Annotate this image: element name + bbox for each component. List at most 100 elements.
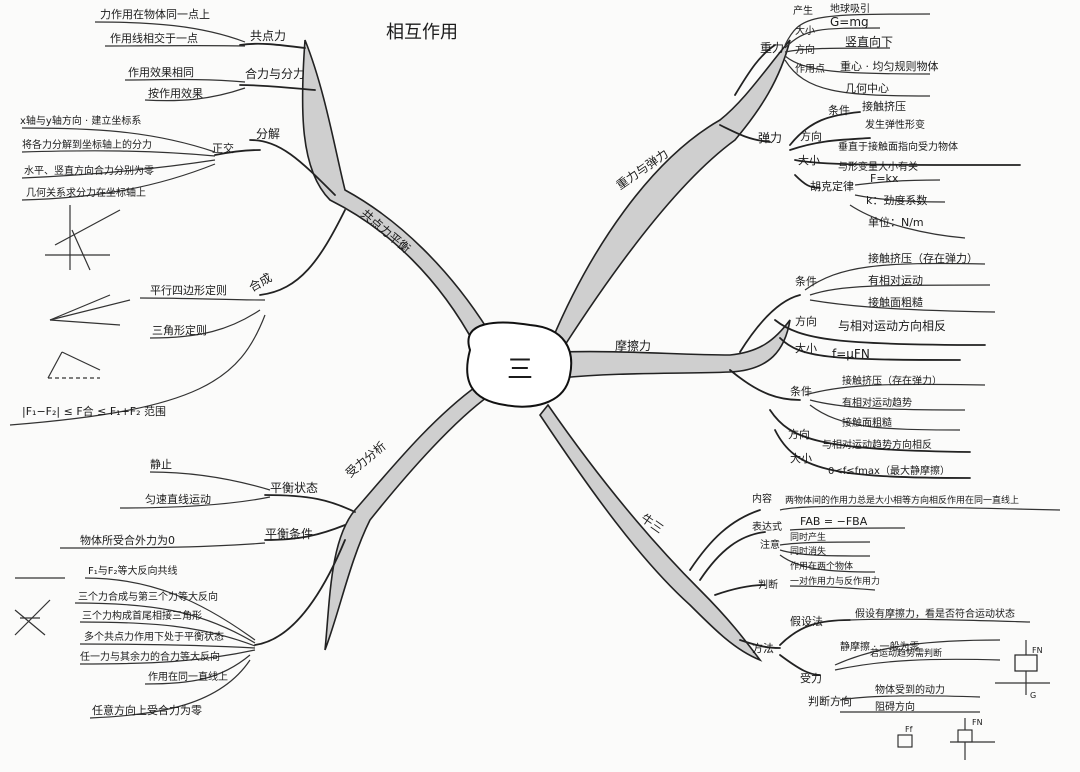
force-sketch-g: G — [1030, 691, 1036, 700]
static-row-1-val: 接触挤压（存在弹力） — [842, 374, 942, 387]
decompose-label: 分解 — [256, 127, 280, 141]
gravity-row-2-val: G=mg — [830, 15, 869, 29]
decompose-item-4: 几何关系求分力在坐标轴上 — [26, 186, 146, 199]
notes-item-1: 同时产生 — [790, 531, 826, 543]
decompose-item-3: 水平、竖直方向合力分别为零 — [24, 164, 154, 177]
sliding-row-4-key: 方向 — [795, 314, 817, 328]
gravity-row-4-val: 重心 · 均匀规则物体 — [840, 59, 939, 73]
static-row-2-val: 有相对运动趋势 — [842, 396, 912, 409]
branch-right-top — [550, 39, 791, 346]
rule-item-1: F₁与F₂等大反向共线 — [88, 564, 178, 577]
rule-item-5: 任一力与其余力的合力等大反向 — [80, 650, 220, 663]
common-point-item-2: 作用线相交于一点 — [110, 31, 198, 45]
sliding-row-3-val: 接触面粗糙 — [868, 295, 923, 309]
notes-label: 注意 — [760, 538, 780, 551]
gravity-row-1-val: 地球吸引 — [830, 2, 870, 15]
elastic-row-2-val: 发生弹性形变 — [865, 118, 925, 131]
center-node — [466, 321, 573, 408]
elastic-row-4-val: 与形变量大小有关 — [838, 160, 918, 173]
gravity-label: 重力 — [760, 41, 784, 55]
hypothesis-text: 假设有摩擦力，看是否符合运动状态 — [855, 607, 1015, 620]
force-sketch-fn: FN — [1032, 646, 1043, 655]
rule-item-4: 多个共点力作用下处于平衡状态 — [84, 630, 224, 643]
force-item-2: 若运动趋势需判断 — [870, 647, 942, 659]
elastic-row-4-key: 大小 — [798, 153, 820, 167]
branch-left-top — [301, 39, 489, 347]
compose-sketch-parallelogram — [49, 294, 131, 326]
direction-label: 判断方向 — [808, 694, 852, 708]
notes-item-3: 作用在两个物体 — [790, 560, 853, 572]
formula-label: 表达式 — [752, 520, 782, 533]
static-row-3-val: 接触面粗糙 — [842, 416, 892, 429]
sliding-row-5-val: f=μFN — [832, 347, 870, 361]
hooke-label: 胡克定律 — [810, 179, 854, 193]
compose-item-1: 平行四边形定则 — [150, 283, 227, 297]
static-row-4-key: 方向 — [788, 427, 810, 441]
gravity-row-1-key: 产生 — [793, 4, 813, 17]
force-sketch-fn-2: FN — [972, 718, 983, 727]
equilibrium-sketch — [14, 577, 65, 636]
static-row-1-key: 条件 — [790, 384, 812, 398]
common-point-item-1: 力作用在物体同一点上 — [100, 7, 210, 21]
resultant-label: 合力与分力 — [245, 66, 305, 81]
distinguish-text: 一对作用力与反作用力 — [790, 575, 880, 587]
static-row-5-val: 0<f≤fmax（最大静摩擦） — [828, 464, 950, 477]
static-row-4-val: 与相对运动趋势方向相反 — [822, 438, 932, 451]
gravity-row-2-key: 大小 — [795, 24, 815, 37]
direction-item-2: 阻碍方向 — [875, 700, 915, 713]
hypothesis-label: 假设法 — [790, 614, 823, 628]
rule-item-3: 三个力构成首尾相接三角形 — [82, 609, 202, 622]
state-item-1: 静止 — [150, 457, 172, 471]
condition-item-1: 物体所受合外力为0 — [80, 533, 175, 547]
branch-right-mid — [559, 319, 791, 379]
elastic-label: 弹力 — [758, 131, 782, 145]
hooke-row-3: 单位：N/m — [868, 215, 924, 229]
state-item-2: 匀速直线运动 — [145, 492, 211, 506]
content-text: 两物体间的作用力总是大小相等方向相反作用在同一直线上 — [785, 494, 1019, 506]
rule-item-6: 作用在同一直线上 — [148, 670, 228, 683]
branch-right-bottom — [539, 403, 763, 662]
gravity-row-3-val: 竖直向下 — [845, 34, 893, 49]
static-row-5-key: 大小 — [790, 451, 812, 465]
sliding-row-4-val: 与相对运动方向相反 — [838, 318, 946, 333]
gravity-row-4-key: 作用点 — [795, 63, 825, 75]
rule-item-2: 三个力合成与第三个力等大反向 — [78, 590, 218, 603]
center-label: 三 — [507, 355, 533, 385]
force-label: 受力 — [800, 672, 822, 685]
force-item-1: 静摩擦 · 一般为零 — [840, 640, 920, 653]
page-title: 相互作用 — [386, 22, 458, 43]
hooke-row-1: F=kx — [870, 172, 899, 185]
compose-item-2: 三角形定则 — [152, 323, 207, 337]
force-sketch-right — [995, 640, 1050, 695]
compose-label: 合成 — [246, 270, 274, 295]
direction-item-1: 物体受到的动力 — [875, 683, 945, 696]
force-sketch-bottom — [897, 718, 995, 760]
compose-item-3: |F₁−F₂| ≤ F合 ≤ F₁+F₂ 范围 — [22, 404, 166, 418]
resultant-item-2: 按作用效果 — [148, 86, 203, 100]
gravity-row-3-key: 方向 — [795, 43, 815, 56]
decompose-item-2: 将各力分解到坐标轴上的分力 — [22, 138, 152, 151]
hooke-row-2: k：劲度系数 — [866, 193, 927, 207]
decompose-item-1: x轴与y轴方向 · 建立坐标系 — [20, 114, 141, 127]
sliding-row-1-val: 接触挤压（存在弹力） — [868, 251, 978, 265]
elastic-row-3-val: 垂直于接触面指向受力物体 — [838, 140, 958, 153]
force-sketch-ff: Ff — [905, 725, 913, 734]
content-label: 内容 — [752, 492, 772, 505]
elastic-row-1-key: 条件 — [828, 103, 850, 117]
condition-label: 平衡条件 — [265, 527, 313, 541]
compose-sketch-triangle — [47, 351, 101, 379]
method-label: 方法 — [752, 641, 774, 655]
common-point-label: 共点力 — [250, 29, 286, 43]
rule-item-7: 任意方向上受合力为零 — [92, 703, 202, 717]
elastic-row-1-val: 接触挤压 — [862, 99, 906, 113]
decompose-method-label: 正交 — [212, 141, 234, 155]
notes-item-2: 同时消失 — [790, 545, 826, 557]
left-bottom-branch-label: 受力分析 — [343, 439, 389, 481]
state-label: 平衡状态 — [270, 481, 318, 495]
sliding-row-5-key: 大小 — [795, 341, 817, 355]
formula-text: FAB = −FBA — [800, 515, 868, 528]
sliding-row-1-key: 条件 — [795, 274, 817, 288]
decompose-sketch — [45, 205, 121, 271]
